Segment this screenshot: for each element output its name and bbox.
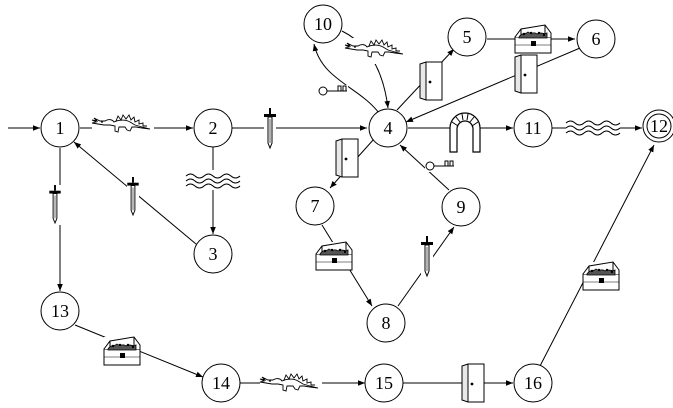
edge-4-10 (312, 43, 380, 114)
edge-16-12 (539, 144, 655, 367)
node-label: 12 (650, 116, 668, 136)
sword-icon (48, 184, 62, 225)
node-label: 11 (524, 118, 541, 138)
node-1: 1 (40, 108, 80, 148)
node-7: 7 (295, 186, 335, 226)
node-label: 2 (209, 118, 218, 138)
treasure-chest-icon (103, 336, 141, 366)
edge-6-4 (405, 47, 581, 123)
node-6: 6 (576, 19, 616, 59)
treasure-chest-icon (315, 241, 353, 271)
node-label: 16 (524, 373, 542, 393)
node-label: 6 (592, 29, 601, 49)
node-8: 8 (366, 303, 406, 343)
node-14: 14 (201, 363, 241, 403)
door-icon (461, 363, 485, 403)
node-label: 7 (311, 196, 320, 216)
sword-icon (126, 176, 140, 217)
door-icon (419, 61, 443, 101)
treasure-chest-icon (514, 24, 552, 54)
node-label: 1 (56, 118, 65, 138)
archway-icon (449, 112, 481, 153)
nodes: 1 2 3 4 5 6 7 8 9 10 11 12 13 14 15 16 (40, 4, 673, 403)
node-label: 14 (212, 373, 230, 393)
door-icon (335, 138, 359, 178)
node-13: 13 (40, 291, 80, 331)
key-icon (425, 160, 455, 172)
node-label: 3 (209, 244, 218, 264)
edge-icons (48, 24, 621, 403)
node-label: 9 (457, 197, 466, 217)
treasure-chest-icon (582, 261, 620, 291)
node-11: 11 (513, 108, 553, 148)
node-label: 15 (375, 373, 393, 393)
node-4: 4 (368, 108, 408, 148)
node-label: 10 (314, 14, 332, 34)
node-15: 15 (364, 363, 404, 403)
sword-icon (263, 107, 277, 150)
edge-9-4 (399, 144, 450, 191)
node-label: 4 (384, 118, 393, 138)
node-label: 8 (382, 313, 391, 333)
water-icon (565, 117, 621, 137)
dragon-icon (91, 113, 154, 139)
node-16: 16 (513, 363, 553, 403)
key-icon (318, 85, 348, 97)
node-10: 10 (303, 4, 343, 44)
node-label: 5 (463, 27, 472, 47)
dragon-icon (344, 38, 407, 64)
node-label: 13 (51, 301, 69, 321)
dragon-icon (259, 372, 322, 398)
node-2: 2 (193, 108, 233, 148)
node-12: 12 (642, 109, 673, 143)
node-5: 5 (447, 17, 487, 57)
sword-icon (420, 235, 434, 278)
node-9: 9 (441, 187, 481, 227)
door-icon (514, 54, 538, 94)
node-3: 3 (193, 234, 233, 274)
water-icon (185, 170, 241, 190)
